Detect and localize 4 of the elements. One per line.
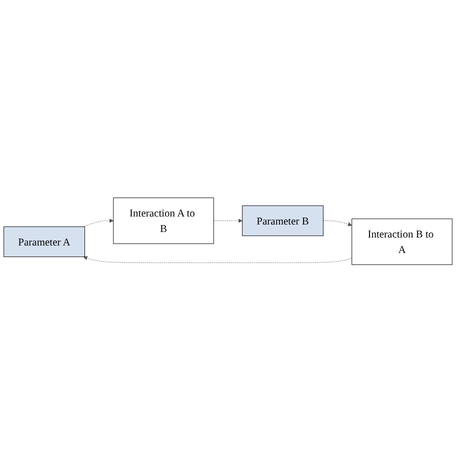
node-box: Interaction B to A bbox=[352, 218, 452, 265]
node-box: Interaction A to B bbox=[113, 197, 214, 244]
node-box: Parameter B bbox=[242, 205, 324, 236]
node-box: Parameter A bbox=[4, 226, 85, 257]
